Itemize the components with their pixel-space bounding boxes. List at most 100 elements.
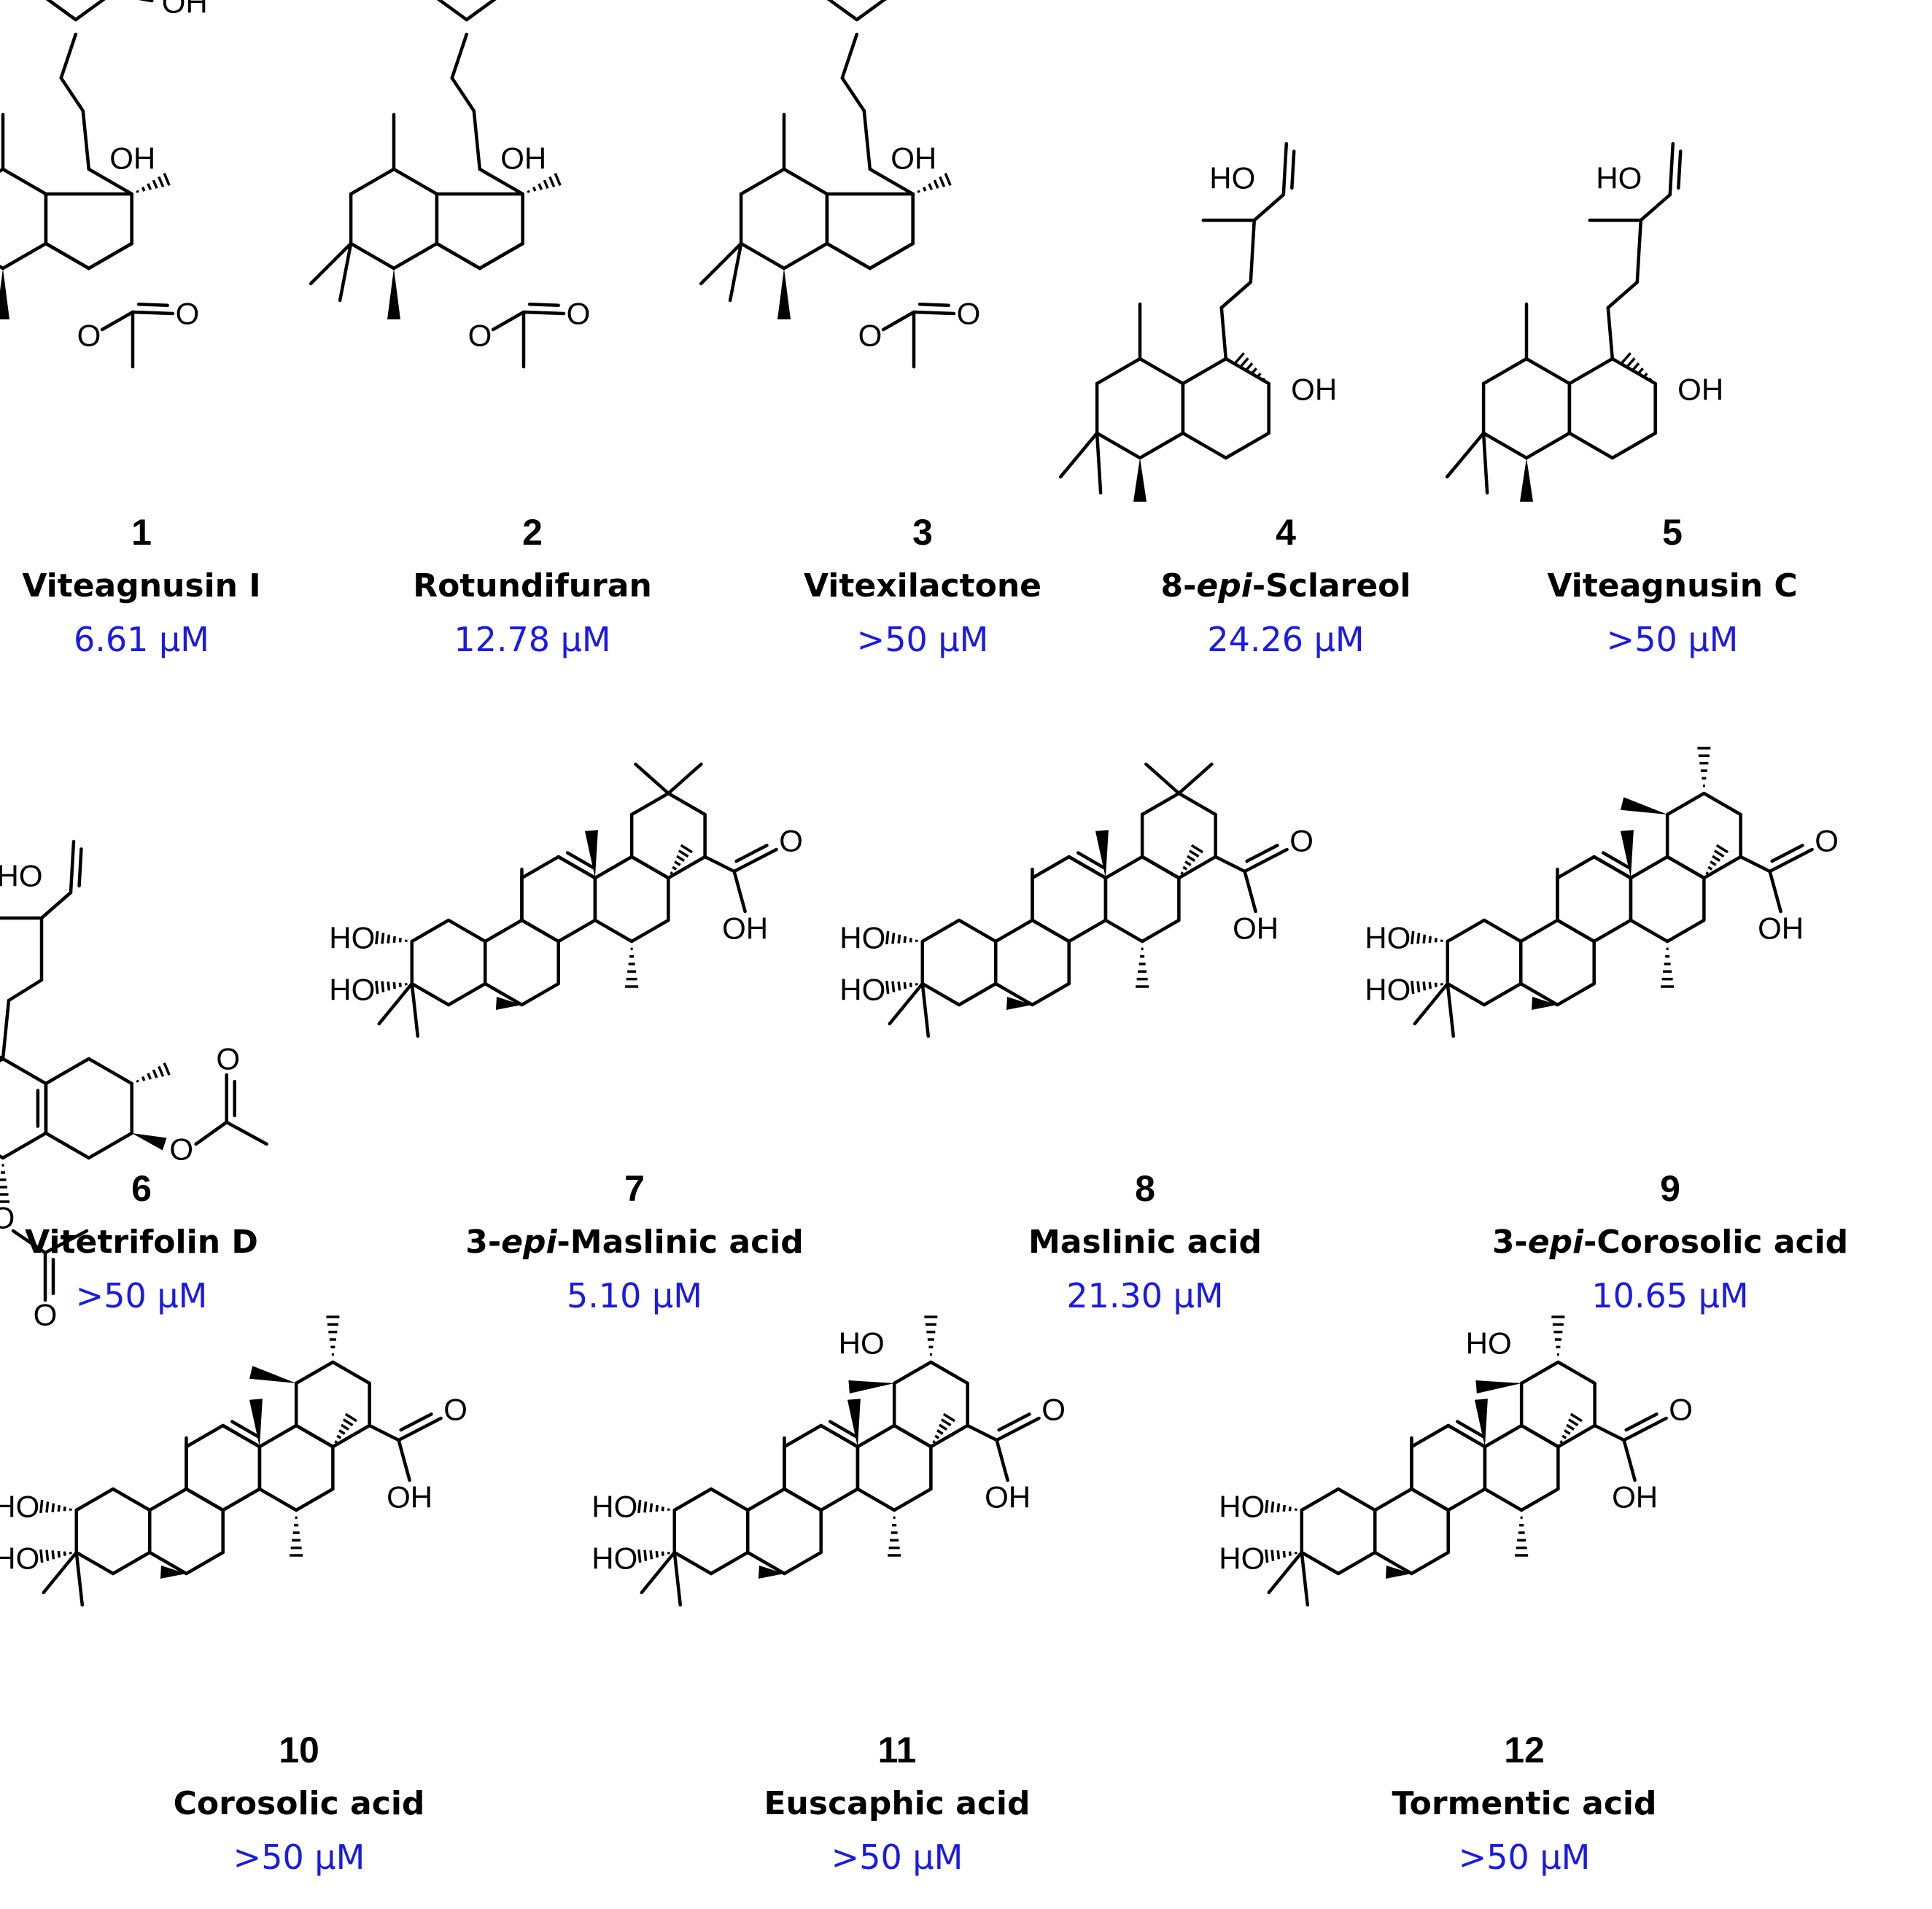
bond xyxy=(74,1550,85,1607)
compound-name-part: epi xyxy=(501,1224,557,1261)
bond xyxy=(1177,762,1214,796)
bond xyxy=(1243,847,1289,874)
bond xyxy=(819,1487,860,1512)
bond xyxy=(450,76,476,113)
atom-label: O xyxy=(1289,824,1314,858)
compound-number: 7 xyxy=(624,1168,645,1209)
wedge-bond xyxy=(249,1366,297,1383)
c2-hydroxyl: HO xyxy=(0,1490,39,1524)
bond xyxy=(185,1550,225,1576)
bond xyxy=(1606,280,1640,310)
bond xyxy=(520,918,560,944)
wedge-bond xyxy=(249,1399,263,1447)
bond xyxy=(520,855,560,880)
bond xyxy=(1095,431,1103,495)
bond xyxy=(74,0,106,22)
bond xyxy=(1067,855,1108,880)
hash-bond xyxy=(136,1062,171,1083)
bond xyxy=(1058,431,1099,479)
wedge-bond xyxy=(1520,458,1533,502)
bond xyxy=(640,1550,677,1595)
atom-label: O xyxy=(0,1201,15,1235)
compound-name: Viteagnusin I xyxy=(0,566,397,607)
c3-hydroxyl: HO xyxy=(1219,1541,1265,1576)
bond xyxy=(0,167,5,173)
hash-bond xyxy=(917,173,952,193)
ic50-value: 24.26 μM xyxy=(1207,620,1365,659)
bond xyxy=(783,1487,823,1512)
bond xyxy=(1556,1360,1597,1385)
hydroxyl-label: OH xyxy=(500,141,546,176)
bond xyxy=(929,1423,969,1449)
c3-hydroxyl: HO xyxy=(0,1541,39,1576)
double-bond xyxy=(1624,1412,1659,1432)
bond xyxy=(450,32,469,80)
bond xyxy=(888,981,925,1026)
compound-name-part: Viteagnusin C xyxy=(1547,567,1798,604)
hash-bond xyxy=(637,1499,670,1514)
bond xyxy=(1,1131,48,1160)
bond xyxy=(410,981,451,1007)
bond xyxy=(147,1550,188,1576)
bond xyxy=(1249,218,1257,284)
bond xyxy=(59,76,85,113)
bond xyxy=(1243,869,1257,914)
hash-bond xyxy=(334,1412,357,1444)
bond xyxy=(1410,1487,1450,1512)
bond xyxy=(862,109,872,171)
bond xyxy=(1,167,48,196)
bond xyxy=(709,1487,750,1512)
atom-label: O xyxy=(34,1298,58,1332)
bond xyxy=(377,981,414,1026)
hash-bond xyxy=(375,980,408,995)
bond xyxy=(0,1057,5,1062)
bond xyxy=(1214,855,1246,874)
compound-name-part: Vitexilactone xyxy=(804,567,1041,604)
carbonyl-oxygen: O xyxy=(567,297,591,331)
bond xyxy=(87,241,133,271)
bond xyxy=(1556,918,1596,944)
bond xyxy=(856,1487,896,1512)
bond xyxy=(1445,431,1486,479)
bond xyxy=(732,847,778,874)
c3-hydroxyl: HO xyxy=(329,973,375,1007)
compound-name: 8-epi-Sclareol xyxy=(1031,566,1541,607)
c2-hydroxyl: HO xyxy=(591,1490,637,1524)
bond xyxy=(1629,918,1669,944)
bond xyxy=(783,1550,823,1576)
double-bond xyxy=(1677,149,1683,190)
bond xyxy=(782,241,829,271)
bond xyxy=(892,1360,933,1385)
bond xyxy=(87,1057,133,1086)
compound-number: 6 xyxy=(131,1168,152,1209)
bond xyxy=(483,981,524,1007)
bond xyxy=(478,167,524,196)
bond xyxy=(410,918,451,944)
ic50-value: >50 μM xyxy=(856,620,989,659)
bond xyxy=(1267,1550,1304,1595)
hash-bond xyxy=(1136,947,1149,988)
hash-bond xyxy=(1411,930,1443,945)
compound-name: Corosolic acid xyxy=(44,1784,554,1824)
compound-number: 1 xyxy=(131,512,152,553)
bond xyxy=(739,167,786,196)
bond xyxy=(1524,357,1572,386)
hash-bond xyxy=(1705,844,1729,875)
compound-name-part: -Maslinic acid xyxy=(556,1224,804,1261)
bond xyxy=(74,1487,115,1512)
bond xyxy=(1373,1550,1413,1576)
bond xyxy=(44,1131,91,1160)
bond xyxy=(0,1154,5,1160)
bond xyxy=(42,1550,79,1595)
bond xyxy=(331,1360,371,1385)
bond xyxy=(1,1057,48,1086)
wedge-bond xyxy=(1620,830,1634,878)
bond xyxy=(338,241,353,303)
bond xyxy=(491,310,526,332)
hash-bond xyxy=(1621,352,1653,381)
